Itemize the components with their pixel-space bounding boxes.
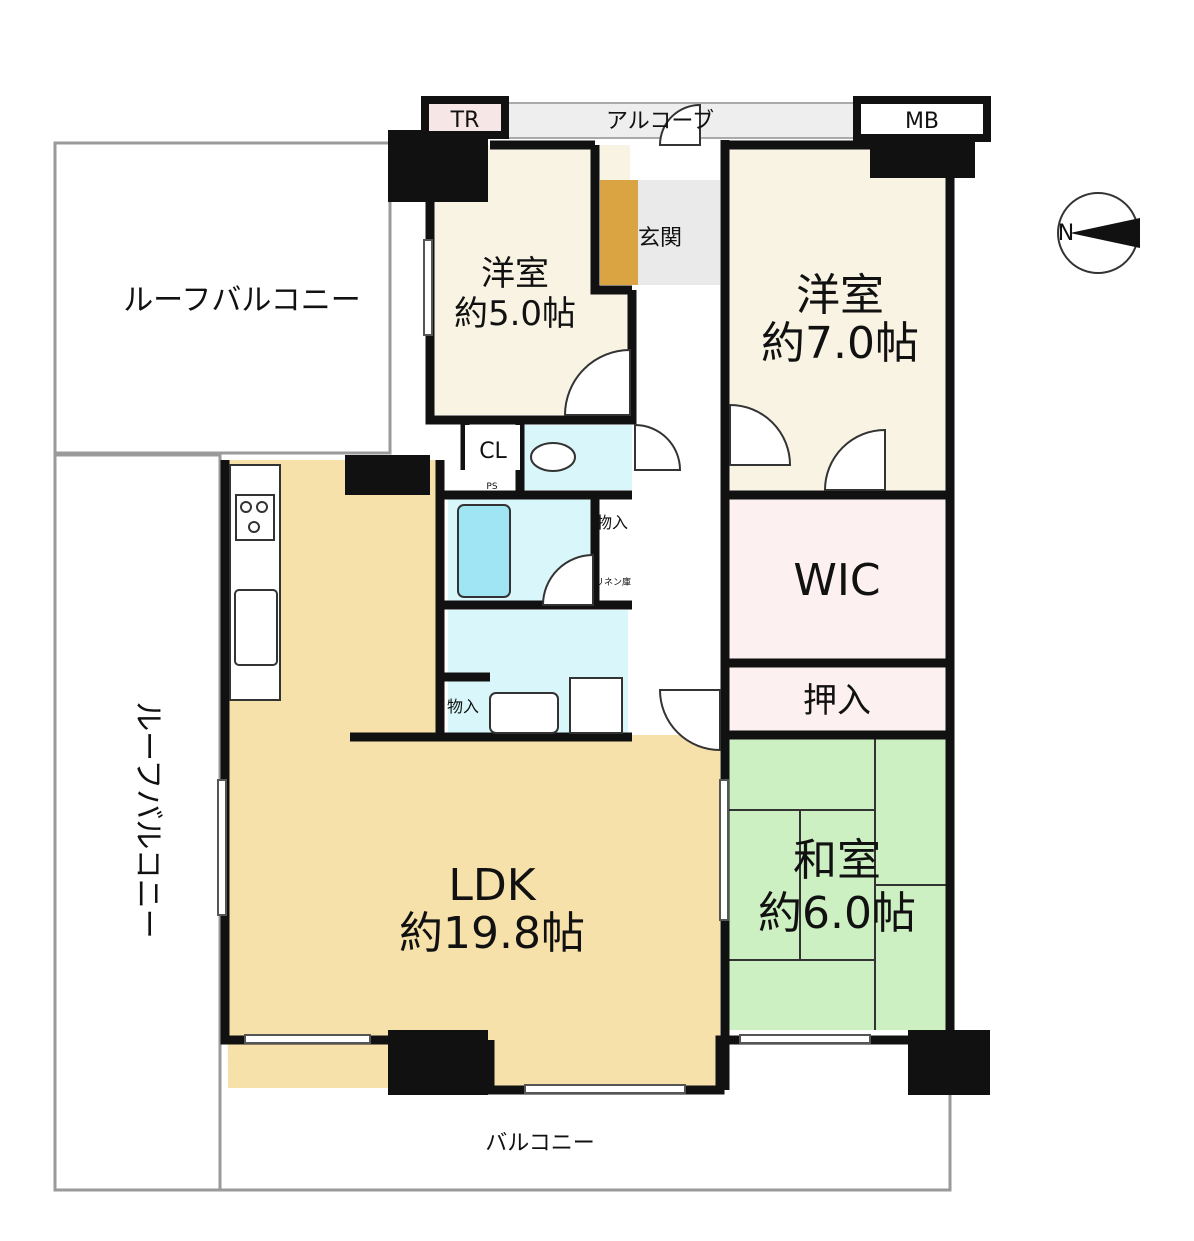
washing-machine bbox=[569, 677, 623, 734]
tr-box bbox=[421, 96, 509, 139]
pillar-bottom-right bbox=[908, 1030, 990, 1095]
western-large-size: 約7.0帖 bbox=[761, 318, 919, 369]
mb-label: MB bbox=[905, 109, 939, 134]
wic-floor bbox=[727, 495, 947, 663]
pillar-top-left bbox=[388, 130, 488, 202]
doors bbox=[541, 103, 886, 752]
roof-balcony-left-label: ルーフバルコニー bbox=[130, 701, 165, 939]
entrance-name: 玄関 bbox=[638, 226, 682, 251]
roof-balcony-top-label: ルーフバルコニー bbox=[123, 283, 361, 318]
ldk-name: LDK bbox=[448, 860, 536, 911]
balcony-label: バルコニー bbox=[485, 1131, 595, 1156]
entrance-step bbox=[600, 180, 638, 285]
windows bbox=[217, 239, 871, 1094]
pillar-bottom-left bbox=[388, 1030, 488, 1095]
closet-box bbox=[465, 425, 520, 470]
western-small-name: 洋室 bbox=[481, 254, 549, 294]
oshiire-floor bbox=[727, 663, 947, 735]
mb-box bbox=[853, 96, 991, 142]
japanese-name: 和室 bbox=[793, 835, 881, 886]
wic-name: WIC bbox=[793, 555, 880, 606]
stove bbox=[235, 494, 275, 541]
toilet-icon bbox=[530, 442, 576, 472]
western-small-size: 約5.0帖 bbox=[454, 294, 576, 334]
compass-icon bbox=[1057, 192, 1140, 274]
ldk-size: 約19.8帖 bbox=[399, 908, 585, 959]
oshiire-name: 押入 bbox=[803, 681, 871, 721]
alcove-label: アルコーブ bbox=[606, 109, 714, 134]
bathtub bbox=[457, 504, 511, 598]
ps-small-label: PS bbox=[486, 482, 497, 492]
compass-label: N bbox=[1058, 221, 1074, 246]
ps-main-label: PS bbox=[347, 467, 367, 486]
roof-balcony-top-area bbox=[53, 141, 392, 455]
ps-shaft bbox=[345, 455, 430, 495]
wash-basin bbox=[489, 692, 559, 734]
tatami-lines bbox=[727, 735, 947, 1030]
roof-balcony-left-area bbox=[53, 453, 222, 1192]
burner-icon bbox=[248, 521, 260, 533]
storage-bottom-name: 物入 bbox=[447, 697, 479, 716]
tr-label: TR bbox=[450, 108, 480, 133]
closet-name: CL bbox=[479, 439, 507, 464]
storage-top-name: 物入 bbox=[596, 513, 628, 532]
japanese-size: 約6.0帖 bbox=[758, 888, 916, 939]
linen-name: リネン庫 bbox=[595, 576, 631, 588]
balcony-area bbox=[218, 1040, 952, 1192]
japanese-floor bbox=[727, 735, 947, 1030]
sink bbox=[234, 589, 278, 666]
ldk-floor bbox=[225, 460, 720, 1088]
western-large-name: 洋室 bbox=[796, 270, 884, 321]
burner-icon bbox=[240, 501, 252, 513]
burner-icon bbox=[256, 501, 268, 513]
